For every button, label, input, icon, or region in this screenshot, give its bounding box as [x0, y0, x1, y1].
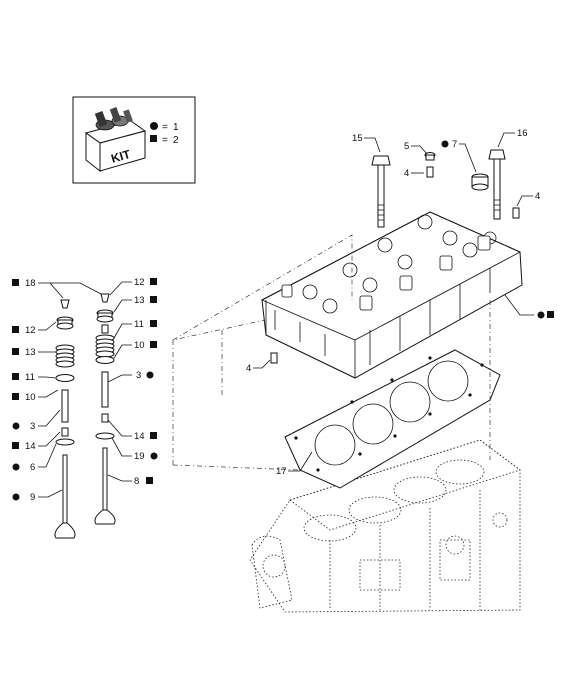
valve-train-right — [94, 293, 116, 525]
callout-label-12-left: 12 — [25, 325, 36, 336]
callout-8: 8 — [107, 474, 153, 487]
callout-label-6: 6 — [30, 462, 35, 473]
callout-label-9: 9 — [30, 492, 35, 503]
bolt-16 — [488, 149, 506, 220]
callout-head-kit — [504, 294, 554, 319]
callout-label-5: 5 — [404, 141, 409, 152]
callout-13-left: 13 — [12, 347, 56, 358]
kit-box-icon — [84, 107, 147, 173]
square-marker-icon — [146, 477, 153, 484]
callout-10-right: 10 — [113, 340, 157, 359]
callout-label-7: 7 — [452, 139, 457, 150]
circle-marker-icon — [12, 422, 20, 430]
square-marker-icon — [12, 373, 19, 380]
dowel-4-top — [426, 166, 434, 178]
callout-label-16: 16 — [517, 128, 528, 139]
seal-5 — [424, 152, 436, 161]
kit-legend-eq-1: = — [162, 122, 168, 133]
square-marker-icon — [150, 432, 157, 439]
callout-3-left: 3 — [12, 409, 61, 432]
square-marker-icon — [150, 278, 157, 285]
circle-marker-icon — [146, 371, 154, 379]
callout-label-4-right: 4 — [535, 191, 540, 202]
callout-3-right: 3 — [107, 370, 154, 383]
circle-marker-icon — [441, 140, 449, 148]
callout-18: 18 — [12, 278, 102, 299]
kit-badge-label: KIT — [109, 147, 132, 166]
callout-6: 6 — [12, 443, 57, 473]
square-marker-icon — [12, 393, 19, 400]
square-marker-icon — [12, 442, 19, 449]
callout-label-18: 18 — [25, 278, 36, 289]
callout-label-10-left: 10 — [25, 392, 36, 403]
callout-14-left: 14 — [12, 431, 61, 452]
square-marker-icon — [150, 296, 157, 303]
callout-label-3-left: 3 — [30, 421, 35, 432]
callout-label-11-left: 11 — [25, 372, 35, 383]
engine-block-illustration — [249, 439, 521, 613]
square-marker-icon — [12, 326, 19, 333]
callout-7: 7 — [441, 139, 477, 173]
callout-label-17: 17 — [276, 466, 287, 477]
square-symbol-icon — [150, 135, 157, 142]
dowel-4-left — [270, 352, 278, 364]
callout-16: 16 — [497, 128, 528, 148]
kit-legend-value-2: 2 — [173, 135, 179, 146]
circle-marker-icon — [537, 311, 545, 319]
callout-label-14-right: 14 — [134, 431, 145, 442]
callout-4-left: 4 — [246, 359, 271, 374]
circle-marker-icon — [12, 493, 20, 501]
callout-label-13-right: 13 — [134, 295, 145, 306]
callout-label-19: 19 — [134, 451, 145, 462]
plug-7 — [471, 173, 489, 191]
square-marker-icon — [12, 279, 19, 286]
alignment-lines — [172, 234, 491, 471]
callout-5: 5 — [404, 141, 428, 155]
kit-legend: KIT = 1 = 2 — [72, 96, 196, 184]
callout-label-12-right: 12 — [134, 277, 145, 288]
kit-legend-eq-2: = — [162, 135, 168, 146]
callout-12-right: 12 — [109, 277, 157, 296]
callout-12-left: 12 — [12, 321, 57, 336]
callout-10-left: 10 — [12, 389, 59, 403]
callout-15: 15 — [352, 133, 381, 153]
callout-label-4-left: 4 — [246, 363, 251, 374]
callout-19: 19 — [111, 437, 158, 462]
callout-label-11-right: 11 — [134, 319, 144, 330]
square-marker-icon — [150, 320, 157, 327]
callout-11-left: 11 — [12, 372, 57, 383]
callout-13-right: 13 — [113, 295, 157, 313]
callout-label-14-left: 14 — [25, 441, 36, 452]
bolt-15 — [371, 155, 391, 228]
square-marker-icon — [12, 348, 19, 355]
callout-4-right: 4 — [516, 191, 540, 207]
circle-marker-icon — [150, 452, 158, 460]
callout-label-4-top: 4 — [404, 168, 409, 179]
callout-label-8: 8 — [134, 476, 139, 487]
callout-4-top: 4 — [404, 168, 424, 179]
cylinder-head — [261, 211, 523, 379]
callout-17: 17 — [276, 451, 313, 477]
circle-marker-icon — [12, 463, 20, 471]
callout-label-13-left: 13 — [25, 347, 36, 358]
head-gasket — [284, 349, 501, 489]
square-marker-icon — [547, 311, 554, 318]
circle-symbol-icon — [150, 122, 158, 130]
callout-11-right: 11 — [113, 319, 157, 339]
valve-train-left — [54, 299, 76, 539]
callout-label-15: 15 — [352, 133, 363, 144]
callout-9: 9 — [12, 489, 63, 503]
callout-14-right: 14 — [107, 419, 157, 442]
kit-legend-value-1: 1 — [173, 122, 179, 133]
square-marker-icon — [150, 341, 157, 348]
dowel-4-right — [512, 207, 520, 219]
callout-label-10-right: 10 — [134, 340, 145, 351]
callout-label-3-right: 3 — [136, 370, 141, 381]
